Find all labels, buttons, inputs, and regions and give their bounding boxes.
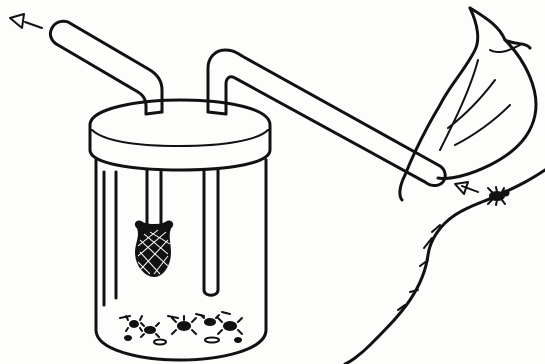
suction-arrow — [10, 14, 42, 28]
branch — [345, 170, 545, 364]
captured-insects — [120, 312, 242, 345]
mesh-bag-icon — [136, 222, 172, 276]
mouthpiece-tube — [50, 21, 162, 228]
leaf-icon — [400, 8, 536, 200]
jar-lid — [90, 100, 270, 170]
intake-tube — [204, 50, 445, 295]
beetle-icon — [488, 187, 509, 205]
intake-arrow — [455, 182, 478, 194]
